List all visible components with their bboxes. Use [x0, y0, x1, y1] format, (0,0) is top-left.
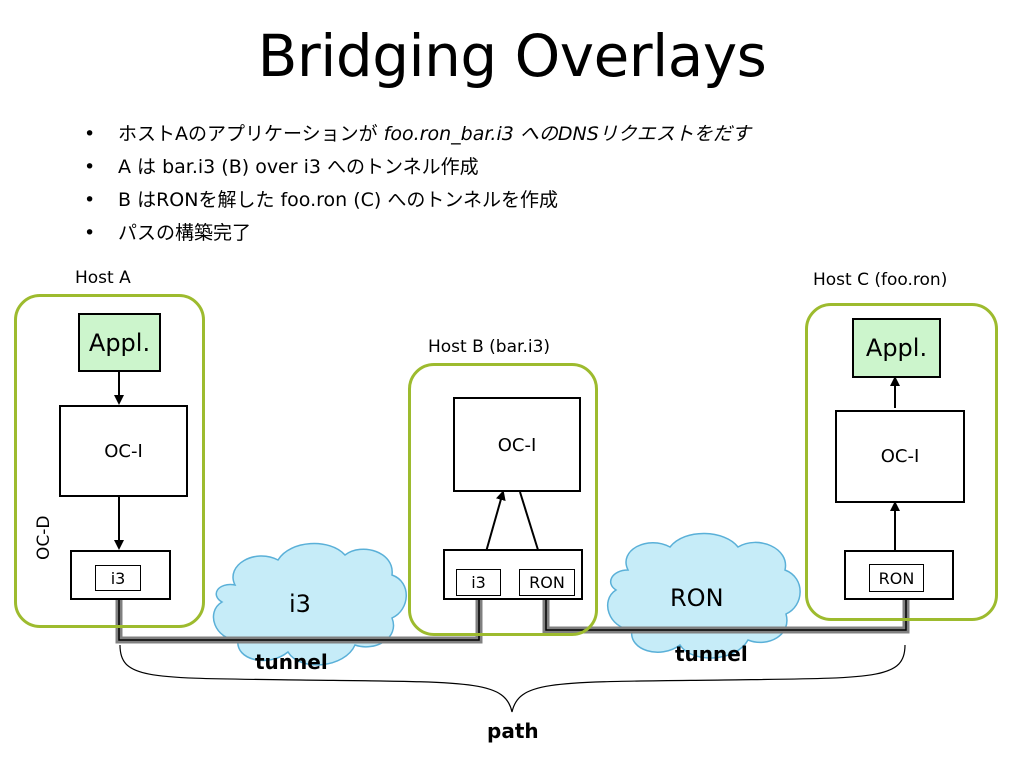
host-b-oci-box: OC-I — [453, 397, 581, 492]
host-c-ron-label: RON — [869, 564, 924, 592]
host-b-ron-label: RON — [519, 569, 575, 596]
host-b-container — [408, 363, 598, 636]
host-a-overlay-box — [70, 550, 171, 600]
bullet-item: • A は bar.i3 (B) over i3 へのトンネル作成 — [70, 151, 751, 184]
bullet-text: ホストAのアプリケーションが — [118, 123, 384, 145]
host-c-appl-box: Appl. — [852, 318, 941, 378]
host-a-oci-box: OC-I — [59, 405, 188, 497]
host-c-oci-box: OC-I — [835, 410, 965, 503]
slide-title: Bridging Overlays — [257, 22, 767, 90]
bullet-dot: • — [84, 156, 96, 178]
bullet-item: • パスの構築完了 — [70, 217, 751, 250]
host-a-label: Host A — [75, 268, 131, 288]
host-a-appl-box: Appl. — [78, 313, 161, 372]
ron-cloud-label: RON — [670, 584, 724, 612]
bullet-text: パスの構築完了 — [118, 222, 252, 244]
tunnel-label-ron: tunnel — [675, 642, 748, 666]
bullet-dot: • — [84, 222, 96, 244]
host-c-container — [805, 303, 998, 621]
bullet-dot: • — [84, 189, 96, 211]
host-a-i3-label: i3 — [95, 565, 141, 591]
host-a-container — [14, 294, 205, 628]
bullet-item: • ホストAのアプリケーションが foo.ron_bar.i3 へのDNSリクエス… — [70, 118, 751, 151]
bullet-text-italic: foo.ron_bar.i3 へのDNSリクエストをだす — [383, 123, 751, 145]
host-a-ocd-label: OC-D — [34, 515, 54, 560]
bullet-text: B はRONを解した foo.ron (C) へのトンネルを作成 — [118, 189, 558, 211]
host-b-i3-label: i3 — [456, 569, 501, 596]
bullet-item: • B はRONを解した foo.ron (C) へのトンネルを作成 — [70, 184, 751, 217]
host-b-label: Host B (bar.i3) — [428, 337, 551, 357]
host-c-label: Host C (foo.ron) — [813, 270, 948, 290]
i3-cloud-label: i3 — [289, 590, 311, 618]
bullet-list: • ホストAのアプリケーションが foo.ron_bar.i3 へのDNSリクエス… — [70, 118, 751, 250]
tunnel-label-i3: tunnel — [255, 650, 328, 674]
bullet-text: A は bar.i3 (B) over i3 へのトンネル作成 — [118, 156, 479, 178]
path-label: path — [487, 719, 539, 743]
path-brace — [119, 644, 906, 713]
bullet-dot: • — [84, 123, 96, 145]
